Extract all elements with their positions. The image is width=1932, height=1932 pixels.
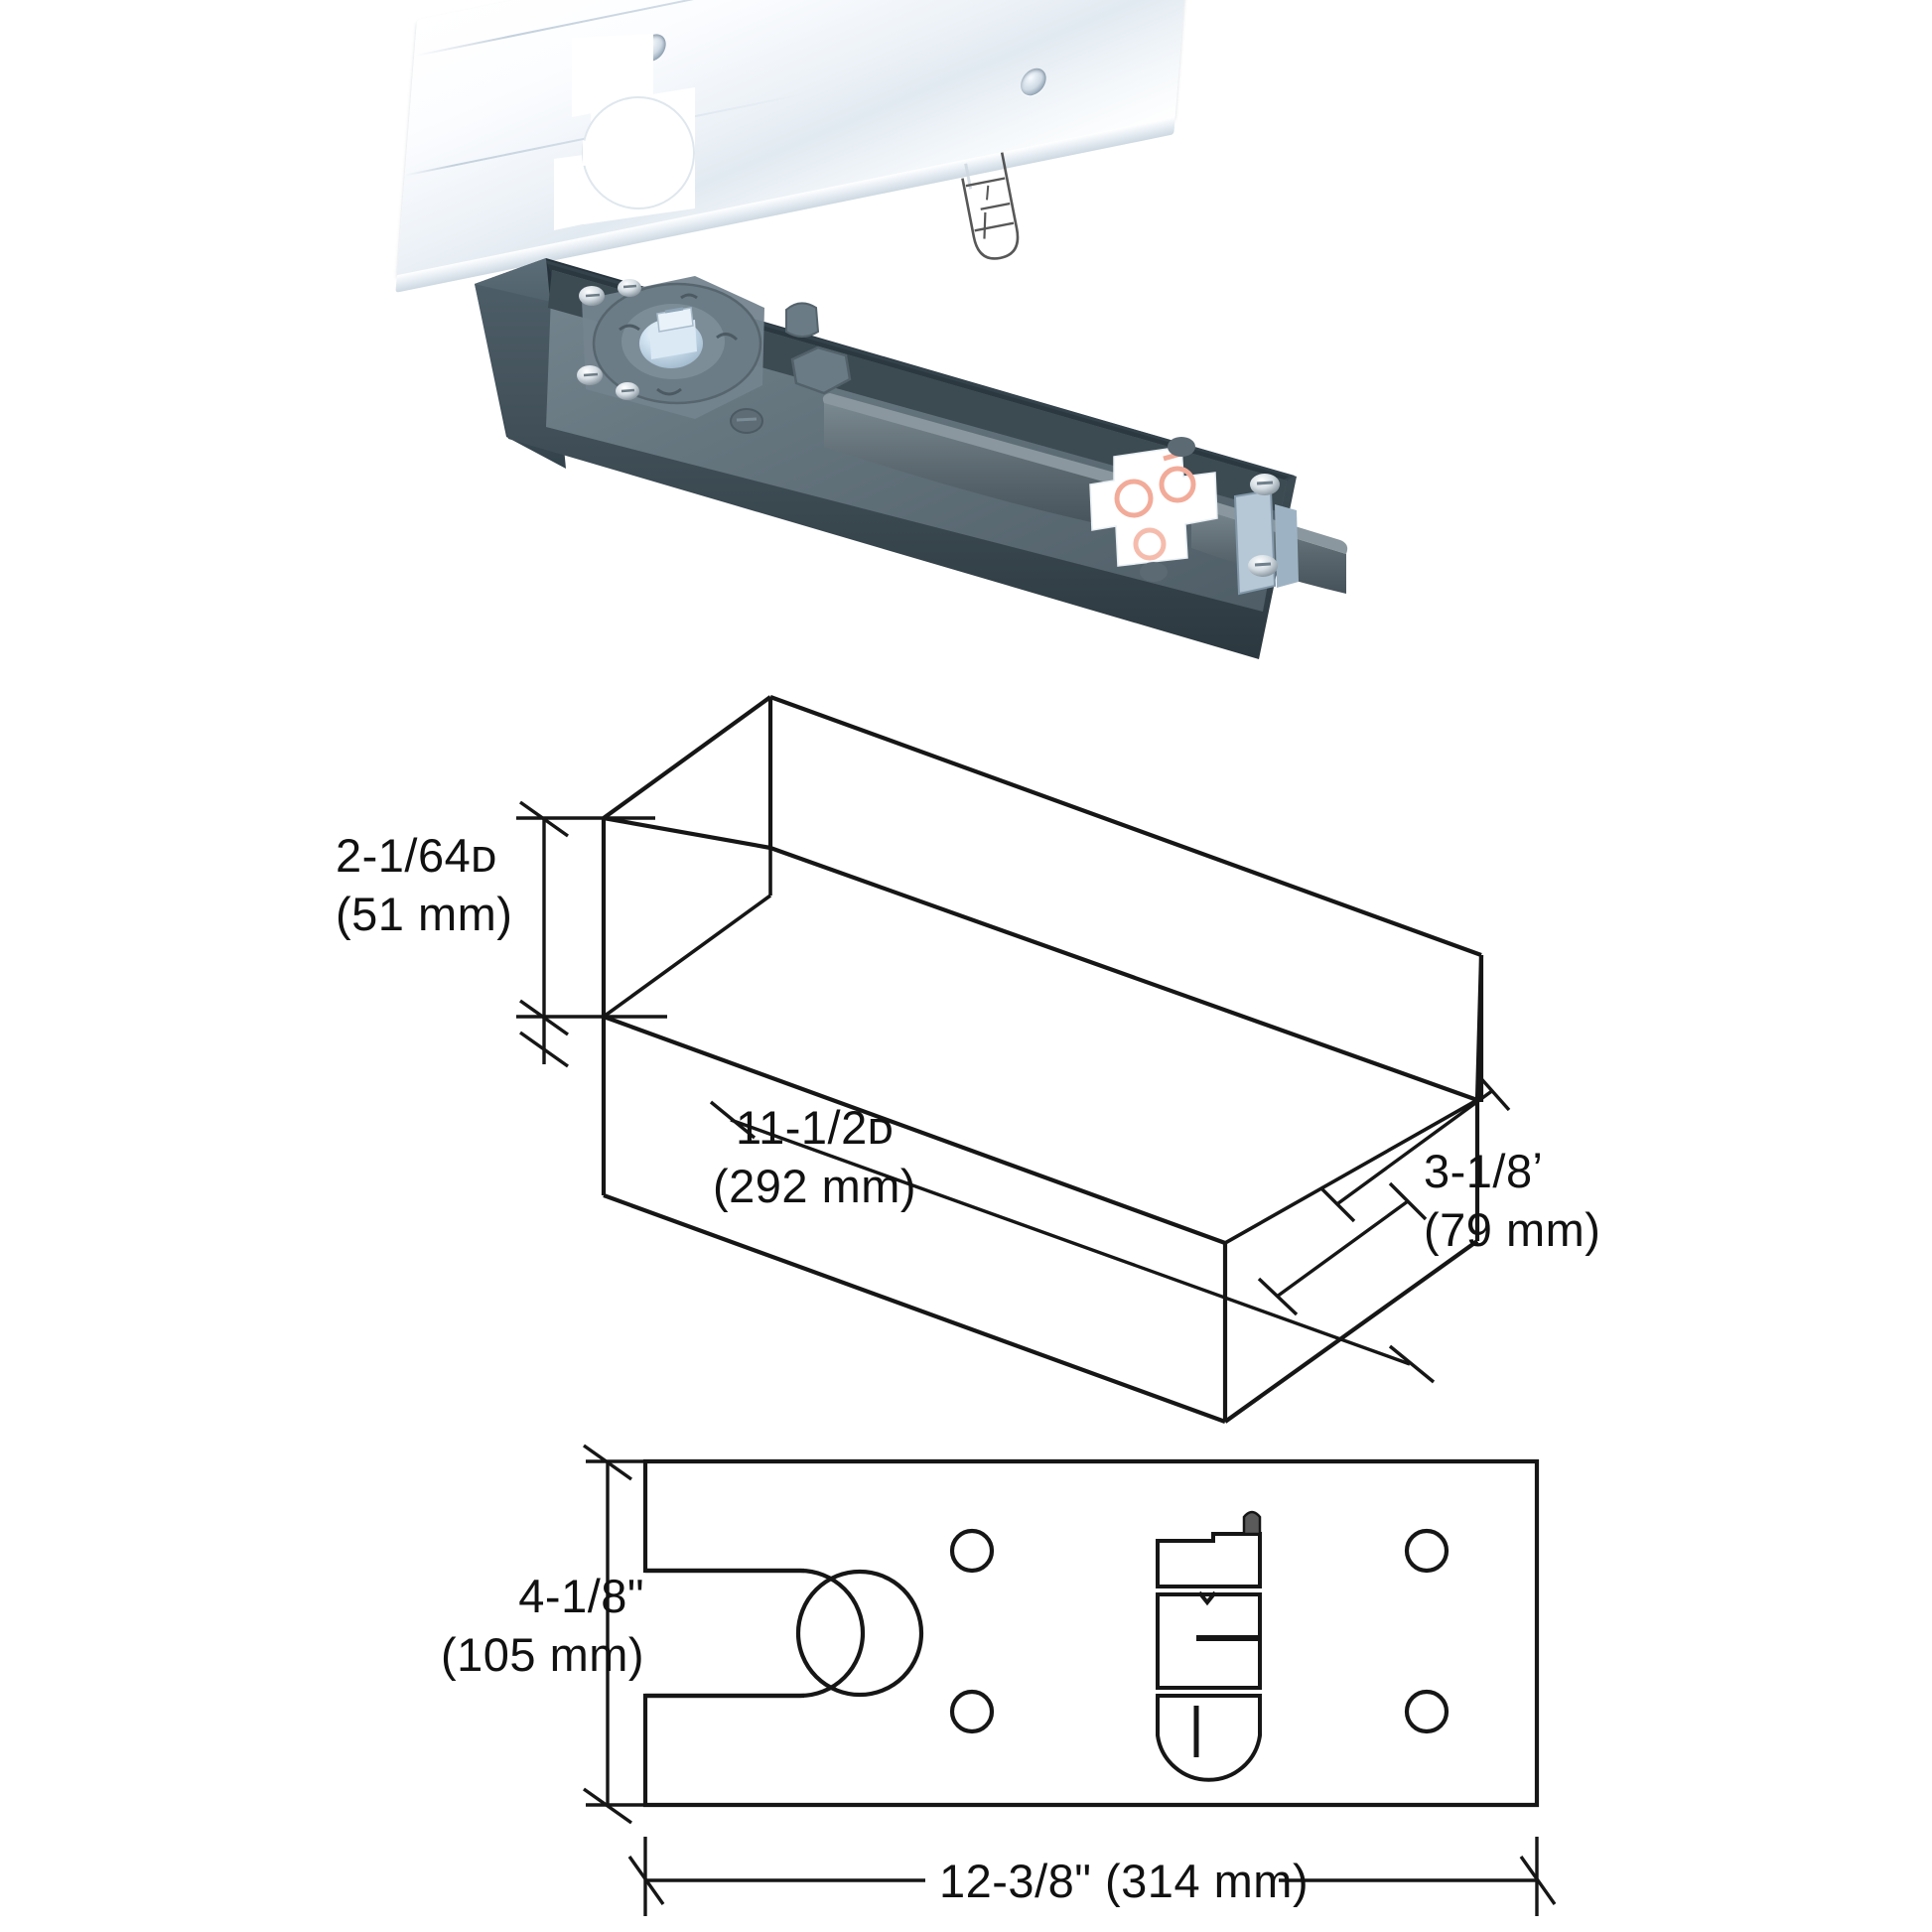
embossed-hinge-detail-icon <box>961 152 1020 260</box>
iso-length-dimension: 11-1/2ᴅ (292 mm) <box>713 1101 917 1213</box>
keyhole-cutout-icon <box>795 1569 924 1698</box>
end-bracket <box>1140 437 1299 596</box>
screw-icon <box>1140 562 1168 582</box>
keyhole-cutout-icon <box>554 34 695 230</box>
hex-adjustment-port <box>790 345 852 395</box>
plan-width-dimension: 12-3/8" (314 mm) <box>939 1855 1310 1907</box>
cover-plate-cutouts <box>475 34 1390 659</box>
product-photo <box>395 0 1390 705</box>
closer-mounting-plate <box>577 276 852 419</box>
cement-case <box>475 258 1390 659</box>
spindle <box>639 307 703 368</box>
plan-height-dimension: 4-1/8" (105 mm) <box>441 1570 645 1682</box>
iso-height-dimension: 2-1/64ᴅ (51 mm) <box>336 829 513 941</box>
screw-hole-bottom-right <box>1404 1689 1449 1734</box>
screw-hole-top-left <box>949 1528 995 1574</box>
pivot-hinge-detail-icon <box>1156 1510 1262 1782</box>
screw-hole-bottom-left <box>949 1689 995 1734</box>
screw-icon <box>1168 437 1195 457</box>
screw-hole-top-right <box>1404 1528 1449 1574</box>
screw-icon <box>618 279 641 297</box>
iso-depth-dimension: 3-1/8ʼ (79 mm) <box>1424 1145 1601 1257</box>
